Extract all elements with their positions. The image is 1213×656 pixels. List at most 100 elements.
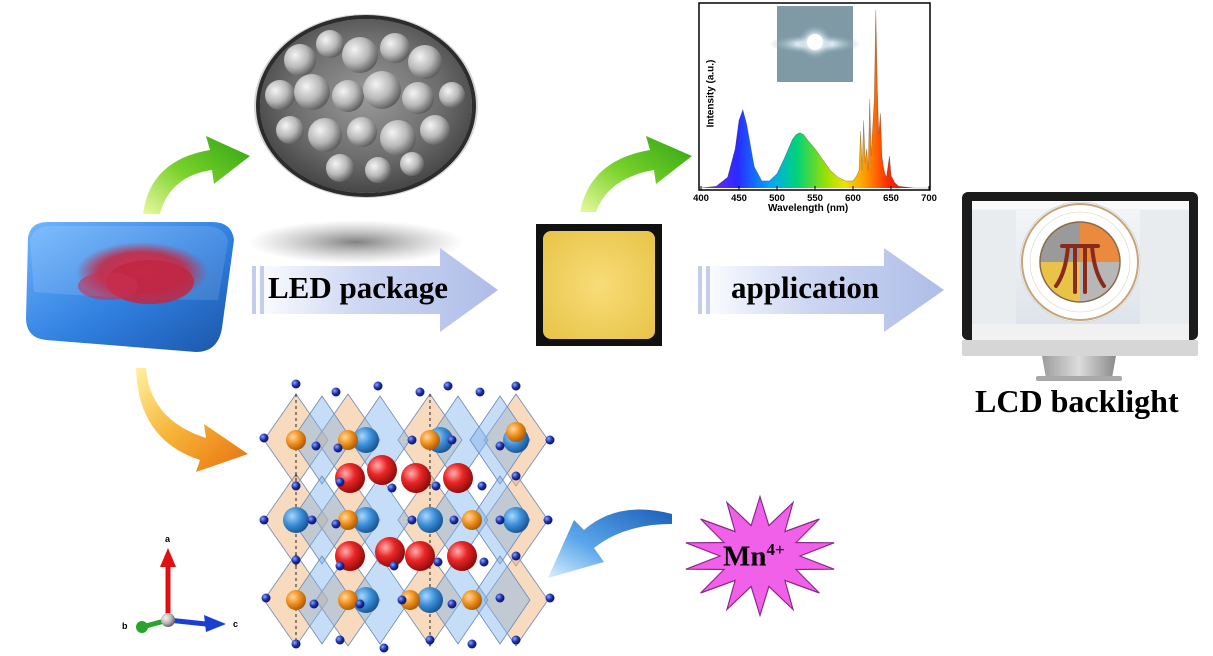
octahedron: [483, 553, 549, 647]
orange-atom: [462, 590, 482, 610]
navy-atom: [335, 561, 345, 571]
red-atom: [447, 541, 477, 571]
navy-atom: [475, 387, 485, 397]
navy-atom: [431, 481, 441, 491]
blue-atom: [353, 507, 379, 533]
navy-atom: [495, 515, 505, 525]
navy-atom: [355, 599, 365, 609]
octahedron: [291, 475, 353, 565]
mn-starburst: [685, 494, 835, 618]
led-emission-photo: [769, 6, 861, 82]
orange-atom: [462, 510, 482, 530]
blue-arrow-icon: [548, 509, 672, 578]
navy-atom: [335, 635, 345, 645]
mn-ion-base: Mn: [723, 540, 767, 573]
x-tick-label: 450: [731, 193, 747, 204]
blue-atom: [353, 427, 379, 453]
red-atom: [375, 537, 405, 567]
led-chip: [536, 224, 662, 346]
navy-atom: [389, 561, 399, 571]
navy-atom: [261, 593, 271, 603]
navy-atom: [495, 441, 505, 451]
red-atom: [443, 463, 473, 493]
application-label: application: [731, 270, 880, 305]
mn-ion-label: Mn4+: [723, 540, 785, 574]
lcd-monitor: [962, 192, 1198, 381]
spectrum-x-axis-label: Wavelength (nm): [768, 203, 849, 214]
navy-atom: [479, 557, 489, 567]
orange-atom: [286, 590, 306, 610]
navy-atom: [449, 515, 459, 525]
orange-arrow-icon: [136, 368, 248, 472]
spectrum-area: [701, 10, 929, 188]
navy-atom: [291, 639, 301, 649]
crystal-structure: [259, 379, 555, 653]
navy-atom: [309, 599, 319, 609]
navy-atom: [545, 593, 555, 603]
red-atom: [401, 463, 431, 493]
led-package-arrow: [252, 248, 498, 332]
b-axis-arrow-icon: [136, 621, 148, 633]
navy-atom: [447, 599, 457, 609]
orange-atom: [506, 422, 526, 442]
blue-atom: [283, 507, 309, 533]
x-tick-label: 550: [807, 193, 823, 204]
sem-micrograph: [254, 14, 478, 198]
navy-atom: [407, 515, 417, 525]
crystal-axes-indicator: [136, 548, 226, 633]
x-tick-label: 400: [693, 193, 709, 204]
green-arrow-icon: [143, 136, 250, 214]
green-arrow-icon: [580, 136, 692, 212]
spectrum-y-axis-label: Intensity (a.u.): [705, 59, 717, 128]
spectrum-series-line: [700, 9, 929, 189]
red-atom: [367, 455, 397, 485]
navy-atom: [397, 595, 407, 605]
navy-atom: [467, 639, 477, 649]
navy-atom: [433, 557, 443, 567]
blue-atom: [417, 507, 443, 533]
navy-atom: [291, 555, 301, 565]
orange-atom: [338, 510, 358, 530]
a-axis-arrow-icon: [160, 548, 176, 567]
navy-atom: [447, 435, 457, 445]
navy-atom: [291, 481, 301, 491]
navy-atom: [307, 515, 317, 525]
navy-atom: [511, 551, 521, 561]
x-tick-label: 700: [921, 193, 937, 204]
mn-ion-charge: 4+: [766, 540, 785, 559]
navy-atom: [511, 635, 521, 645]
orange-atom: [286, 430, 306, 450]
x-tick-label: 500: [769, 193, 785, 204]
navy-atom: [335, 477, 345, 487]
navy-atom: [407, 435, 417, 445]
navy-atom: [511, 381, 521, 391]
navy-atom: [259, 515, 269, 525]
emission-spectrum-chart: 400 450 500 550 600 650 700: [693, 2, 937, 204]
x-axis-ticks: 400 450 500 550 600 650 700: [693, 186, 937, 204]
navy-atom: [477, 481, 487, 491]
blue-atom: [503, 507, 529, 533]
navy-atom: [545, 435, 555, 445]
navy-atom: [331, 387, 341, 397]
navy-atom: [511, 471, 521, 481]
c-axis-arrow-icon: [204, 615, 226, 632]
navy-atom: [543, 515, 553, 525]
axis-a-label: a: [165, 534, 171, 544]
axis-c-label: c: [233, 619, 239, 629]
x-tick-label: 650: [883, 193, 899, 204]
application-arrow: [698, 248, 944, 332]
lcd-backlight-label: LCD backlight: [975, 383, 1179, 419]
navy-atom: [259, 433, 269, 443]
navy-atom: [495, 593, 505, 603]
octahedron: [427, 555, 489, 645]
orange-atom: [400, 590, 420, 610]
navy-atom: [311, 441, 321, 451]
orange-atom: [338, 590, 358, 610]
navy-atom: [373, 381, 383, 391]
x-tick-label: 600: [845, 193, 861, 204]
shadow-band: [248, 220, 464, 264]
octahedron: [349, 555, 411, 645]
navy-atom: [291, 379, 301, 389]
red-atom: [405, 541, 435, 571]
